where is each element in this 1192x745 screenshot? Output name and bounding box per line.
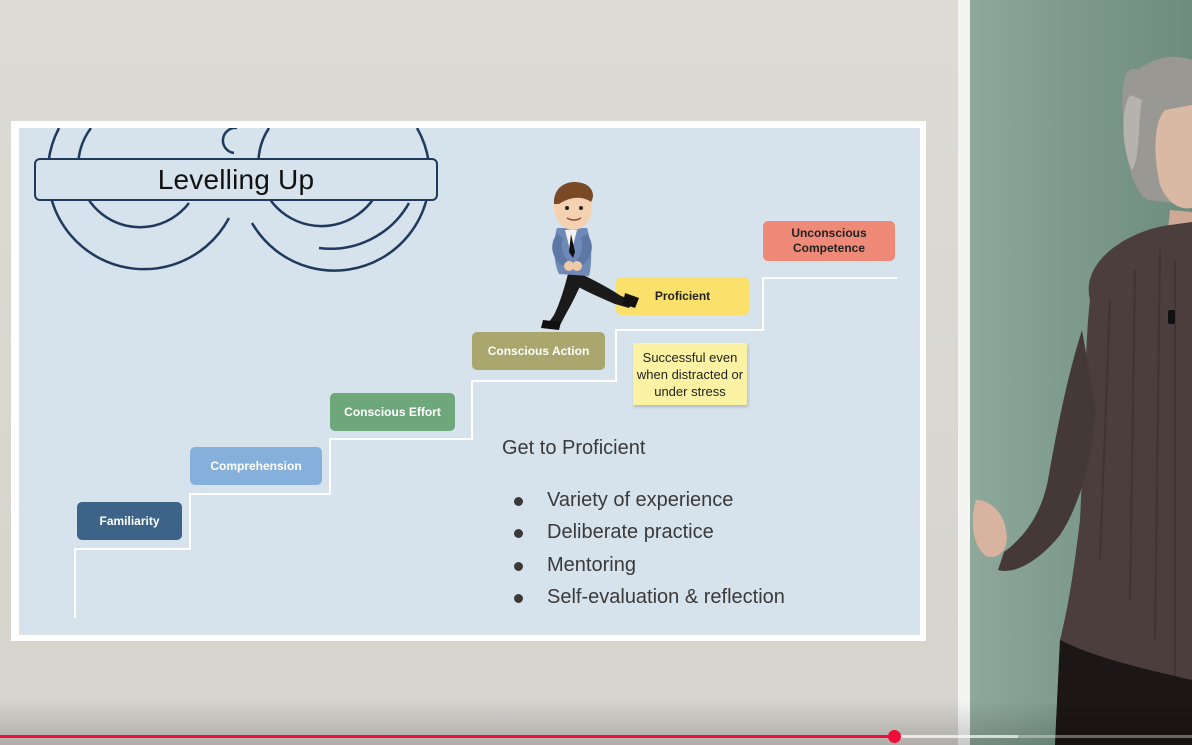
bullet-text: Deliberate practice xyxy=(547,521,714,544)
list-item: Deliberate practice xyxy=(514,517,785,550)
progress-bar[interactable] xyxy=(0,730,1192,745)
bullet-text: Self-evaluation & reflection xyxy=(547,586,785,609)
bullet-text: Mentoring xyxy=(547,553,636,576)
bullet-icon xyxy=(514,561,523,571)
presenter-video xyxy=(972,56,1192,745)
climbing-businessman-icon xyxy=(541,182,639,330)
goal-heading: Get to Proficient xyxy=(502,437,646,459)
list-item: Variety of experience xyxy=(514,484,785,517)
step-conscious-effort: Conscious Effort xyxy=(330,393,455,431)
slide-title: Levelling Up xyxy=(34,158,438,201)
step-conscious-action: Conscious Action xyxy=(472,332,605,370)
step-proficient: Proficient xyxy=(616,277,749,315)
bullet-icon xyxy=(514,594,523,604)
scrubber-handle[interactable] xyxy=(888,730,901,743)
list-item: Self-evaluation & reflection xyxy=(514,582,785,615)
bullet-list: Variety of experience Deliberate practic… xyxy=(514,484,785,614)
slide: Levelling Up Familiarity Comprehension C… xyxy=(19,128,920,635)
sticky-note: Successful even when distracted or under… xyxy=(633,343,747,405)
step-unconscious-competence: Unconscious Competence xyxy=(763,221,895,261)
progress-played xyxy=(0,735,894,738)
step-familiarity: Familiarity xyxy=(77,502,182,540)
list-item: Mentoring xyxy=(514,549,785,582)
bullet-icon xyxy=(514,496,523,506)
staircase-lines xyxy=(74,277,897,618)
step-comprehension: Comprehension xyxy=(190,447,322,485)
bullet-text: Variety of experience xyxy=(547,488,734,511)
bullet-icon xyxy=(514,529,523,539)
